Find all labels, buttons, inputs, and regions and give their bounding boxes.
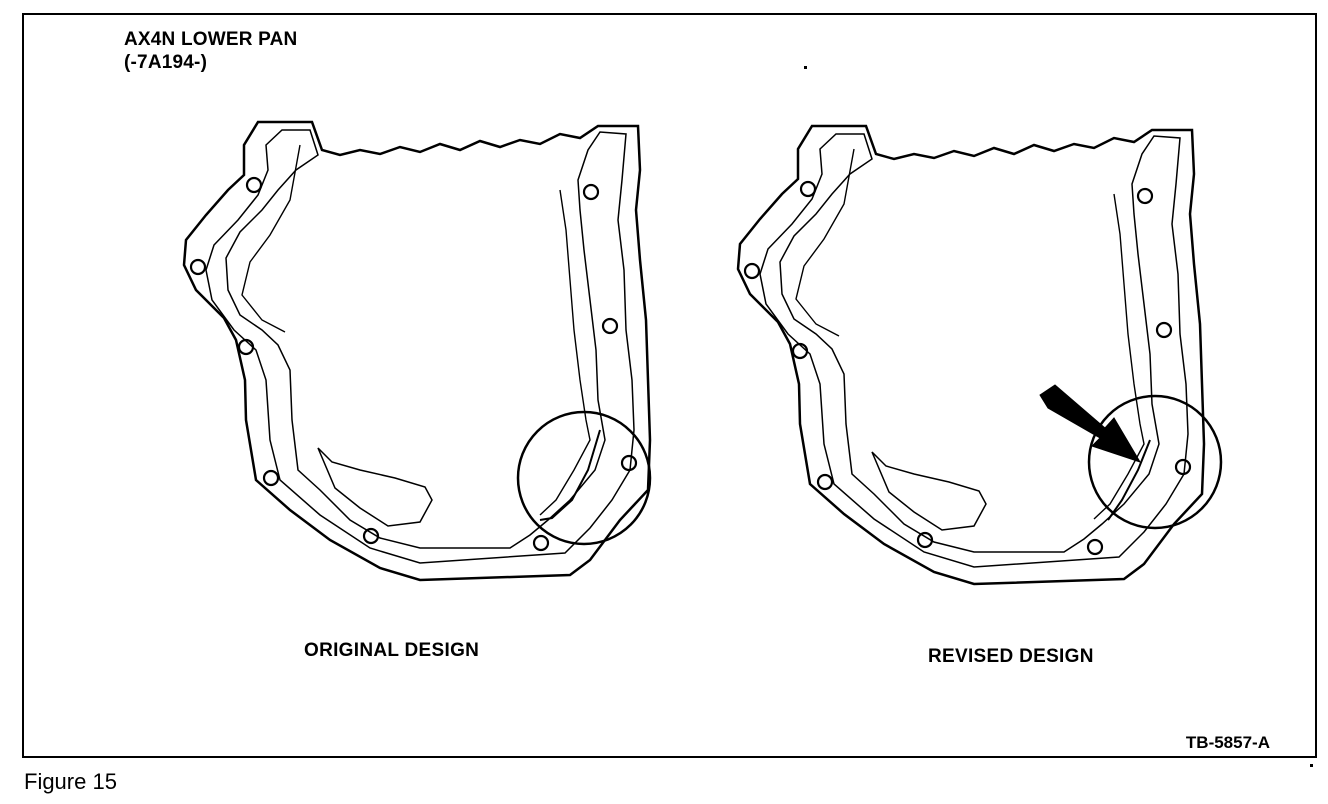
- speck: [1310, 764, 1313, 767]
- revised-pan-drawing: [736, 124, 1223, 586]
- revised-detail-circle: [1087, 394, 1223, 530]
- figure-label: Figure 15: [24, 769, 117, 794]
- reference-code: TB-5857-A: [1185, 733, 1270, 752]
- speck: [804, 66, 807, 69]
- diagram-frame: [22, 13, 1317, 758]
- title-line-2: (-7A194-): [124, 52, 208, 73]
- original-design-caption: ORIGINAL DESIGN: [304, 640, 480, 661]
- title-line-1: AX4N LOWER PAN: [124, 29, 298, 50]
- revised-design-caption: REVISED DESIGN: [928, 646, 1094, 667]
- detail-arrow-icon: [1039, 384, 1142, 463]
- diagram-title: AX4N LOWER PAN (-7A194-): [124, 28, 297, 74]
- original-pan-drawing: [182, 120, 652, 582]
- original-detail-circle: [516, 410, 652, 546]
